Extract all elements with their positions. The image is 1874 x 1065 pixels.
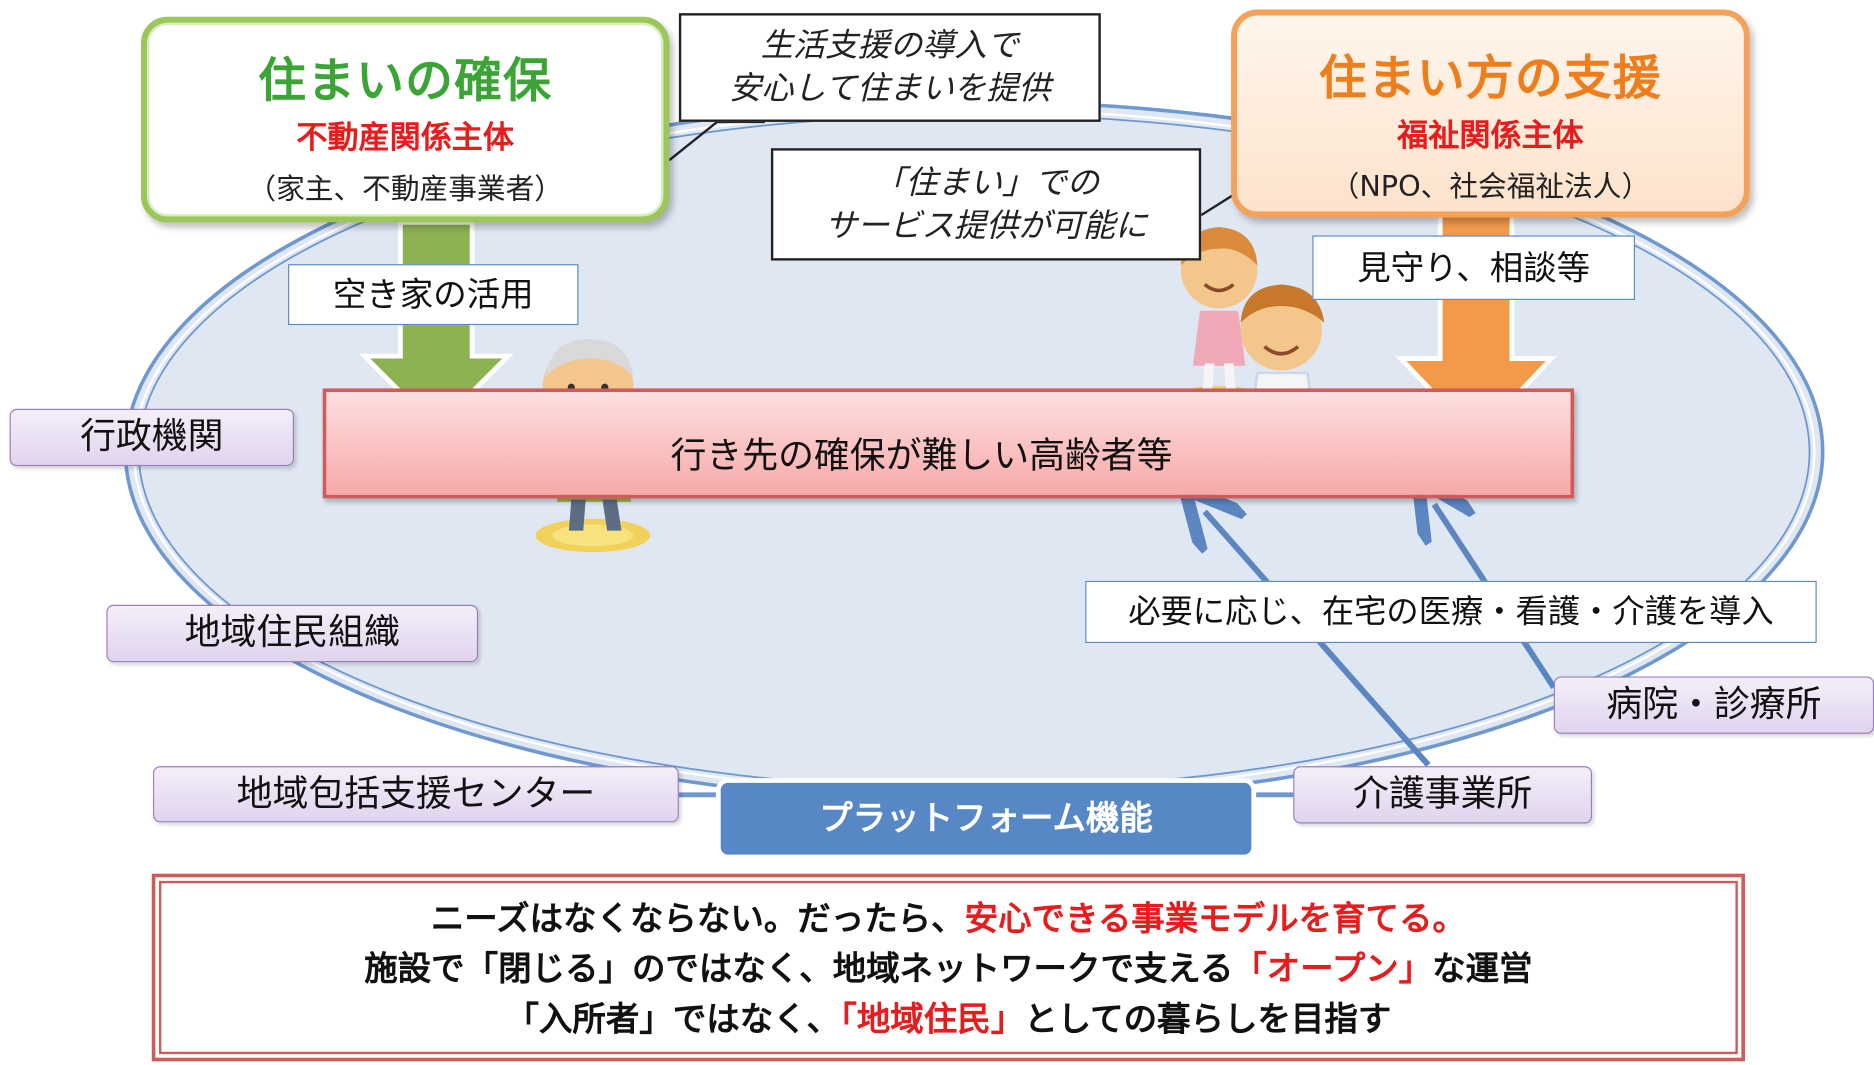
callout-service-provision-line1: 「住まい」での [873,164,1099,202]
key-message-box: ニーズはなくならない。だったら、安心できる事業モデルを育てる。 施設で「閉じる」… [151,873,1745,1062]
housing-securing-box: 住まいの確保 不動産関係主体 （家主、不動産事業者） [141,16,670,223]
housing-securing-title: 住まいの確保 [258,53,553,109]
org-resident-groups: 地域住民組織 [106,604,479,663]
vacant-house-label: 空き家の活用 [288,264,579,326]
callout-service-provision: 「住まい」での サービス提供が可能に [770,148,1202,261]
org-hospital-clinic: 病院・診療所 [1553,676,1874,734]
living-support-box: 住まい方の支援 福祉関係主体 （NPO、社会福祉法人） [1231,9,1750,218]
platform-function-label: プラットフォーム機能 [720,782,1252,855]
message-line-2: 施設で「閉じる」のではなく、地域ネットワークで支える「オープン」な運営 [155,944,1741,994]
living-support-title: 住まい方の支援 [1318,51,1662,107]
message-line-3-a: 「入所者」ではなく、 [505,999,841,1039]
medical-care-label: 必要に応じ、在宅の医療・看護・介護を導入 [1085,580,1817,644]
callout-safe-housing-line2: 安心して住まいを提供 [728,70,1051,108]
target-elderly-text: 行き先の確保が難しい高齢者等 [670,435,1173,477]
welfare-actors-detail: （NPO、社会福祉法人） [1330,169,1651,204]
watch-consultation-label: 見守り、相談等 [1312,235,1636,300]
message-line-3-c: としての暮らしを目指す [1024,999,1392,1039]
message-line-2-c: な運営 [1432,948,1533,989]
callout-safe-housing: 生活支援の導入で 安心して住まいを提供 [678,13,1101,122]
welfare-actors-label: 福祉関係主体 [1397,118,1584,155]
org-community-support-center: 地域包括支援センター [152,766,679,823]
message-line-2-b: 「オープン」 [1233,948,1433,989]
message-line-1-a: ニーズはなくならない。だったら、 [430,898,965,939]
org-care-provider: 介護事業所 [1293,766,1593,824]
message-line-2-a: 施設で「閉じる」のではなく、地域ネットワークで支える [364,948,1234,989]
callout-service-provision-line2: サービス提供が可能に [824,207,1148,246]
message-line-1: ニーズはなくならない。だったら、安心できる事業モデルを育てる。 [155,894,1741,944]
real-estate-actors-label: 不動産関係主体 [296,120,514,157]
message-line-3: 「入所者」ではなく、「地域住民」としての暮らしを目指す [155,994,1741,1044]
message-line-3-b: 「地域住民」 [840,999,1025,1039]
callout-safe-housing-line1: 生活支援の導入で [760,27,1019,65]
target-elderly-bar: 行き先の確保が難しい高齢者等 [322,388,1575,499]
real-estate-actors-detail: （家主、不動産事業者） [247,172,563,206]
message-line-1-b: 安心できる事業モデルを育てる。 [964,898,1466,939]
org-administration: 行政機関 [9,408,295,467]
